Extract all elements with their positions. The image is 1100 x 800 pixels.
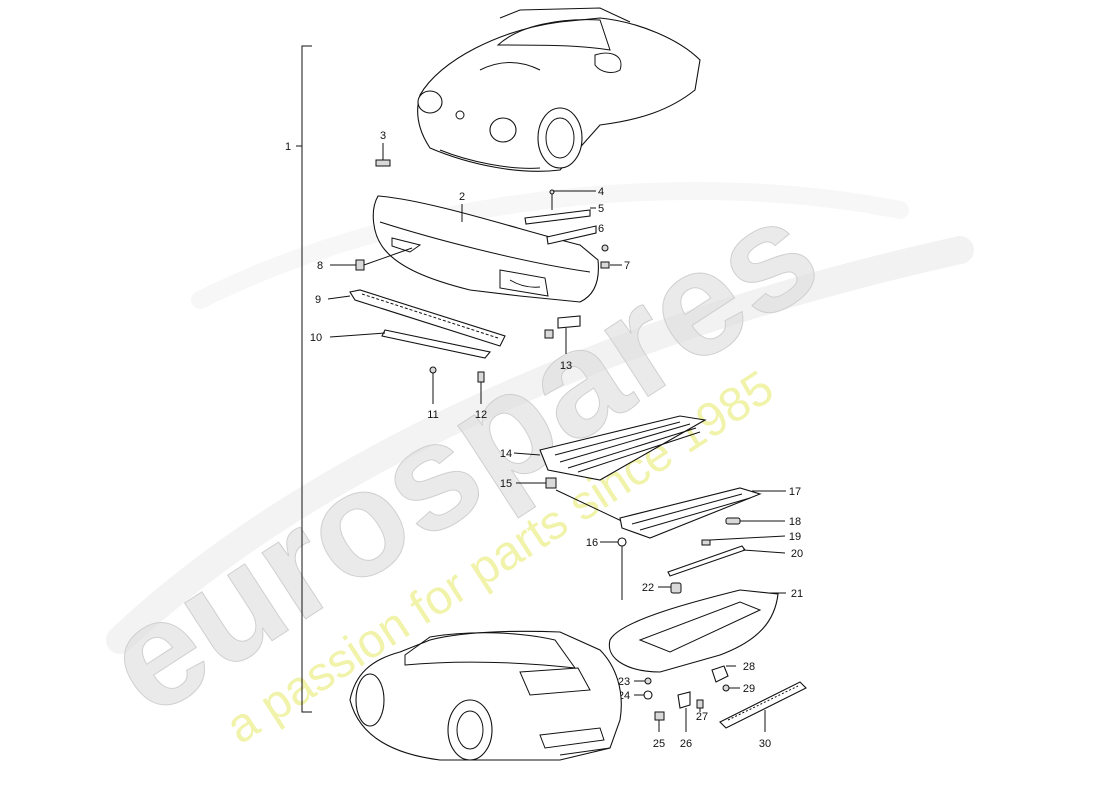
- parts-11-12-screws: 11 12: [427, 366, 487, 421]
- part-10-strip: 10: [310, 329, 492, 359]
- callout-6: 6: [598, 223, 604, 235]
- callout-11: 11: [427, 409, 438, 421]
- callout-27: 27: [696, 711, 708, 723]
- callout-15: 15: [500, 478, 512, 490]
- part-16-washer: 16: [586, 537, 627, 600]
- part-30-seal: 30: [719, 681, 807, 750]
- part-2-front-bumper: 2: [372, 191, 599, 303]
- callout-14: 14: [500, 448, 512, 460]
- callout-22: 22: [642, 582, 654, 594]
- car-front-illustration: [417, 7, 701, 172]
- callout-17: 17: [789, 486, 801, 498]
- part-22-clip: 22: [642, 582, 682, 594]
- parts-23-24-nuts: 23 24: [618, 676, 653, 702]
- watermark-swoosh: [106, 182, 974, 654]
- part-17-lower-grille: 17: [619, 486, 801, 539]
- parts-26-27-latch: 26 27: [677, 691, 708, 750]
- callout-1: 1: [285, 141, 291, 153]
- callout-25: 25: [653, 738, 665, 750]
- parts-28-29-striker: 28 29: [711, 661, 755, 695]
- callout-30: 30: [759, 738, 771, 750]
- callout-10: 10: [310, 332, 322, 344]
- callout-4: 4: [598, 186, 604, 198]
- callout-3: 3: [380, 130, 386, 142]
- callout-18: 18: [789, 516, 801, 528]
- callout-13: 13: [560, 360, 572, 372]
- callout-5: 5: [598, 203, 604, 215]
- callout-12: 12: [475, 409, 487, 421]
- part-3-clip: 3: [375, 130, 391, 167]
- part-9-grille: 9: [315, 289, 506, 347]
- part-8-fastener: 8: [317, 247, 413, 272]
- callout-9: 9: [315, 294, 321, 306]
- callout-23: 23: [618, 676, 630, 688]
- part-15-clip: 15: [500, 477, 631, 526]
- parts-18-20: 18 19 20: [667, 516, 803, 577]
- parts-4-7-trim: 4 5 6 7: [524, 186, 630, 272]
- car-rear-illustration: [349, 630, 622, 761]
- callout-26: 26: [680, 738, 692, 750]
- callout-19: 19: [789, 531, 801, 543]
- part-21-engine-lid-frame: 21: [608, 588, 803, 673]
- group-bracket: 1: [285, 45, 312, 713]
- callout-2: 2: [459, 191, 465, 203]
- callout-16: 16: [586, 537, 598, 549]
- part-25-bracket: 25: [653, 711, 665, 750]
- callout-7: 7: [624, 260, 630, 272]
- callout-20: 20: [791, 548, 803, 560]
- callout-21: 21: [791, 588, 803, 600]
- callout-8: 8: [317, 260, 323, 272]
- part-14-engine-grille: 14: [500, 415, 707, 481]
- part-13-bracket: 13: [544, 315, 581, 372]
- callout-29: 29: [743, 683, 755, 695]
- callout-28: 28: [743, 661, 755, 673]
